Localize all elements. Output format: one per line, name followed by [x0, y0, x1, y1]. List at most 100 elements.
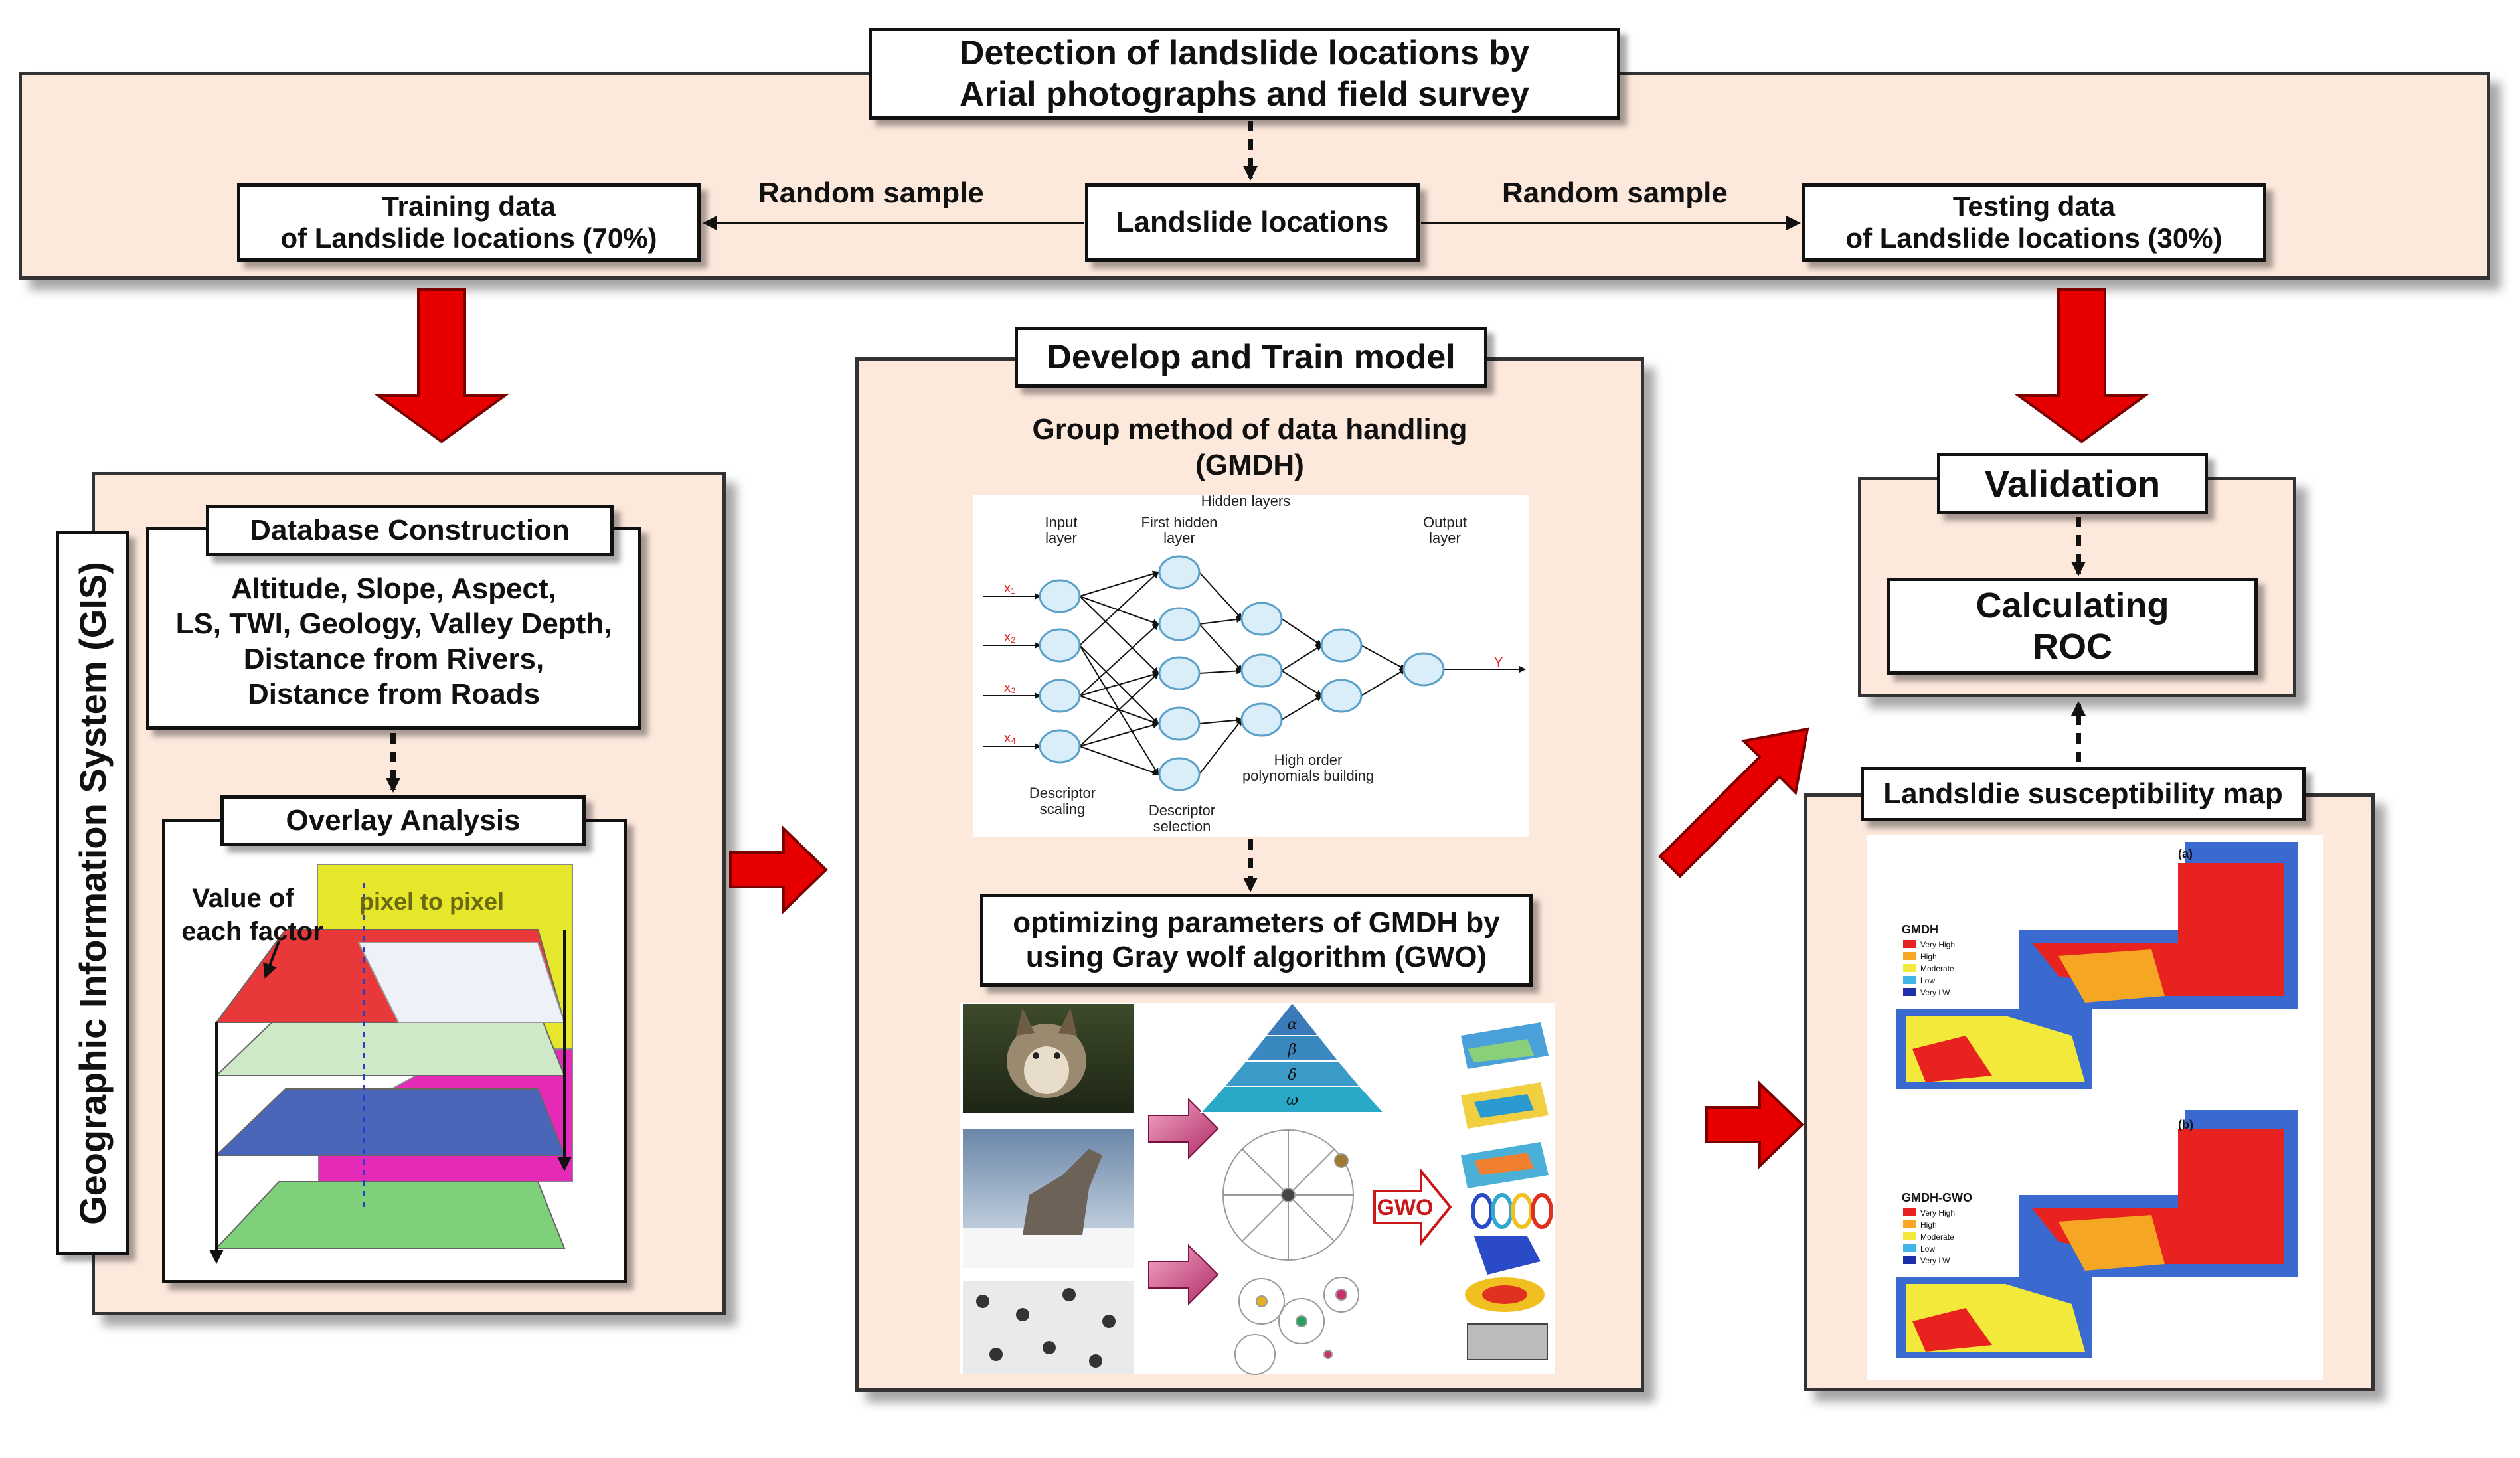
gwo-line-1: optimizing parameters of GMDH by [1013, 906, 1500, 939]
input-x2: x₂ [1004, 630, 1016, 645]
high-order-label-2: polynomials building [1242, 768, 1374, 784]
landslide-locations-box: Landslide locations [1085, 183, 1420, 262]
database-title: Database Construction [250, 514, 570, 546]
overlay-title-box: Overlay Analysis [220, 795, 586, 846]
desc-scaling-label-2: scaling [1040, 801, 1085, 817]
detection-line-1: Detection of landslide locations by [959, 34, 1530, 72]
roc-box: Calculating ROC [1887, 578, 2258, 675]
desc-selection-label-2: selection [1153, 818, 1211, 835]
detection-box: Detection of landslide locations by Aria… [869, 28, 1620, 120]
gmdh-nodes [1039, 555, 1445, 791]
map-title: Landsldie susceptibility map [1883, 777, 2283, 810]
first-hidden-label-2: layer [1163, 530, 1195, 546]
output-y: Y [1494, 655, 1503, 670]
desc-scaling-label-1: Descriptor [1029, 785, 1096, 801]
factor-list: Altitude, Slope, Aspect, LS, TWI, Geolog… [146, 571, 641, 712]
pixel-to-pixel-label: pixel to pixel [359, 888, 504, 915]
gmdh-heading: Group method of data handling (GMDH) [855, 412, 1644, 483]
output-layer-label-2: layer [1429, 530, 1461, 546]
database-title-box: Database Construction [206, 505, 614, 556]
value-of-factor-line-1: Value of [192, 884, 294, 913]
red-arrow-gis-to-model [729, 825, 828, 914]
red-arrow-down-right [2014, 288, 2149, 444]
desc-selection-label-1: Descriptor [1149, 802, 1215, 819]
legend-a-item-3: Moderate [1920, 964, 1954, 973]
training-data-box: Training data of Landslide locations (70… [237, 183, 701, 262]
legend-a-item-5: Very LW [1920, 988, 1950, 997]
legend-b-item-2: High [1920, 1220, 1937, 1230]
high-order-label-1: High order [1274, 752, 1343, 768]
overlay-layer-stack [209, 864, 573, 1264]
pyramid-delta: δ [1288, 1067, 1296, 1084]
legend-a: Very High High Moderate Low Very LW [1903, 940, 1955, 997]
database-box [146, 526, 641, 730]
input-x4: x₄ [1004, 731, 1016, 746]
legend-b-item-3: Moderate [1920, 1232, 1954, 1242]
susceptibility-map-a [1896, 842, 2298, 1089]
factors-line-4: Distance from Roads [247, 678, 541, 710]
red-arrow-model-to-map [1705, 1080, 1804, 1169]
random-sample-right-label: Random sample [1502, 177, 1728, 209]
gmdh-network [983, 570, 1526, 776]
factors-line-2: LS, TWI, Geology, Valley Depth, [175, 608, 612, 640]
legend-a-item-4: Low [1920, 976, 1935, 985]
hierarchy-pyramid [1199, 1001, 1386, 1113]
pyramid-beta: β [1288, 1042, 1297, 1058]
training-line-2: of Landslide locations (70%) [280, 222, 657, 254]
map-title-box: Landsldie susceptibility map [1861, 767, 2306, 821]
input-x3: x₃ [1004, 681, 1016, 695]
gwo-output-arrow [1373, 1167, 1452, 1247]
legend-a-title: GMDH [1902, 923, 1938, 936]
wolf-photo-3 [963, 1281, 1134, 1374]
red-arrow-model-to-validation [1658, 727, 1809, 878]
value-of-factor-line-2: each factor [181, 917, 323, 946]
model-title: Develop and Train model [1047, 338, 1456, 376]
output-layer-label-1: Output [1423, 514, 1467, 530]
training-line-1: Training data [382, 191, 556, 222]
optimization-surfaces [1454, 1004, 1554, 1365]
blue-layer [214, 1088, 566, 1156]
gmdh-line-2: (GMDH) [1195, 449, 1304, 481]
pyramid-alpha: α [1288, 1016, 1298, 1033]
pyramid-omega: ω [1286, 1092, 1298, 1109]
input-layer-label-2: layer [1045, 530, 1077, 546]
model-title-box: Develop and Train model [1015, 327, 1487, 388]
map-panel-a-label: (a) [2178, 847, 2193, 860]
validation-title-box: Validation [1937, 453, 2208, 514]
gwo-movement-diagram [1234, 1277, 1359, 1375]
wolf-photo-2 [963, 1129, 1134, 1268]
overlay-title: Overlay Analysis [286, 804, 521, 837]
wolf-photo-1 [963, 1004, 1134, 1113]
detection-line-2: Arial photographs and field survey [959, 75, 1530, 114]
legend-b-item-1: Very High [1920, 1208, 1955, 1218]
roc-line-2: ROC [2033, 627, 2112, 667]
gwo-line-2: using Gray wolf algorithm (GWO) [1025, 941, 1487, 973]
gwo-position-diagram [1222, 1129, 1354, 1261]
map-panel-b-label: (b) [2178, 1118, 2193, 1131]
testing-data-box: Testing data of Landslide locations (30%… [1802, 183, 2266, 262]
factors-line-3: Distance from Rivers, [243, 643, 545, 675]
legend-b-title: GMDH-GWO [1902, 1191, 1972, 1204]
gis-vertical-title-box: Geographic Information System (GIS) [56, 531, 129, 1255]
legend-b-item-4: Low [1920, 1244, 1935, 1254]
susceptibility-map-b [1896, 1110, 2298, 1358]
legend-b: Very High High Moderate Low Very LW [1903, 1208, 1955, 1265]
pink-arrow-1 [1148, 1097, 1219, 1160]
validation-title: Validation [1984, 462, 2161, 505]
gwo-box: optimizing parameters of GMDH by using G… [980, 894, 1533, 987]
testing-line-1: Testing data [1952, 191, 2116, 222]
random-sample-left-label: Random sample [758, 177, 984, 209]
legend-a-item-2: High [1920, 952, 1937, 961]
factors-line-1: Altitude, Slope, Aspect, [231, 572, 556, 605]
roc-line-1: Calculating [1975, 586, 2169, 625]
green-bottom-layer [214, 1181, 566, 1249]
hidden-layers-label: Hidden layers [1201, 493, 1291, 509]
testing-line-2: of Landslide locations (30%) [1845, 222, 2223, 254]
red-arrow-down-left [374, 288, 509, 444]
legend-a-item-1: Very High [1920, 940, 1955, 949]
input-layer-label-1: Input [1045, 514, 1078, 530]
pink-arrow-2 [1148, 1244, 1219, 1306]
gmdh-line-1: Group method of data handling [1032, 413, 1468, 446]
first-hidden-label-1: First hidden [1141, 514, 1218, 530]
